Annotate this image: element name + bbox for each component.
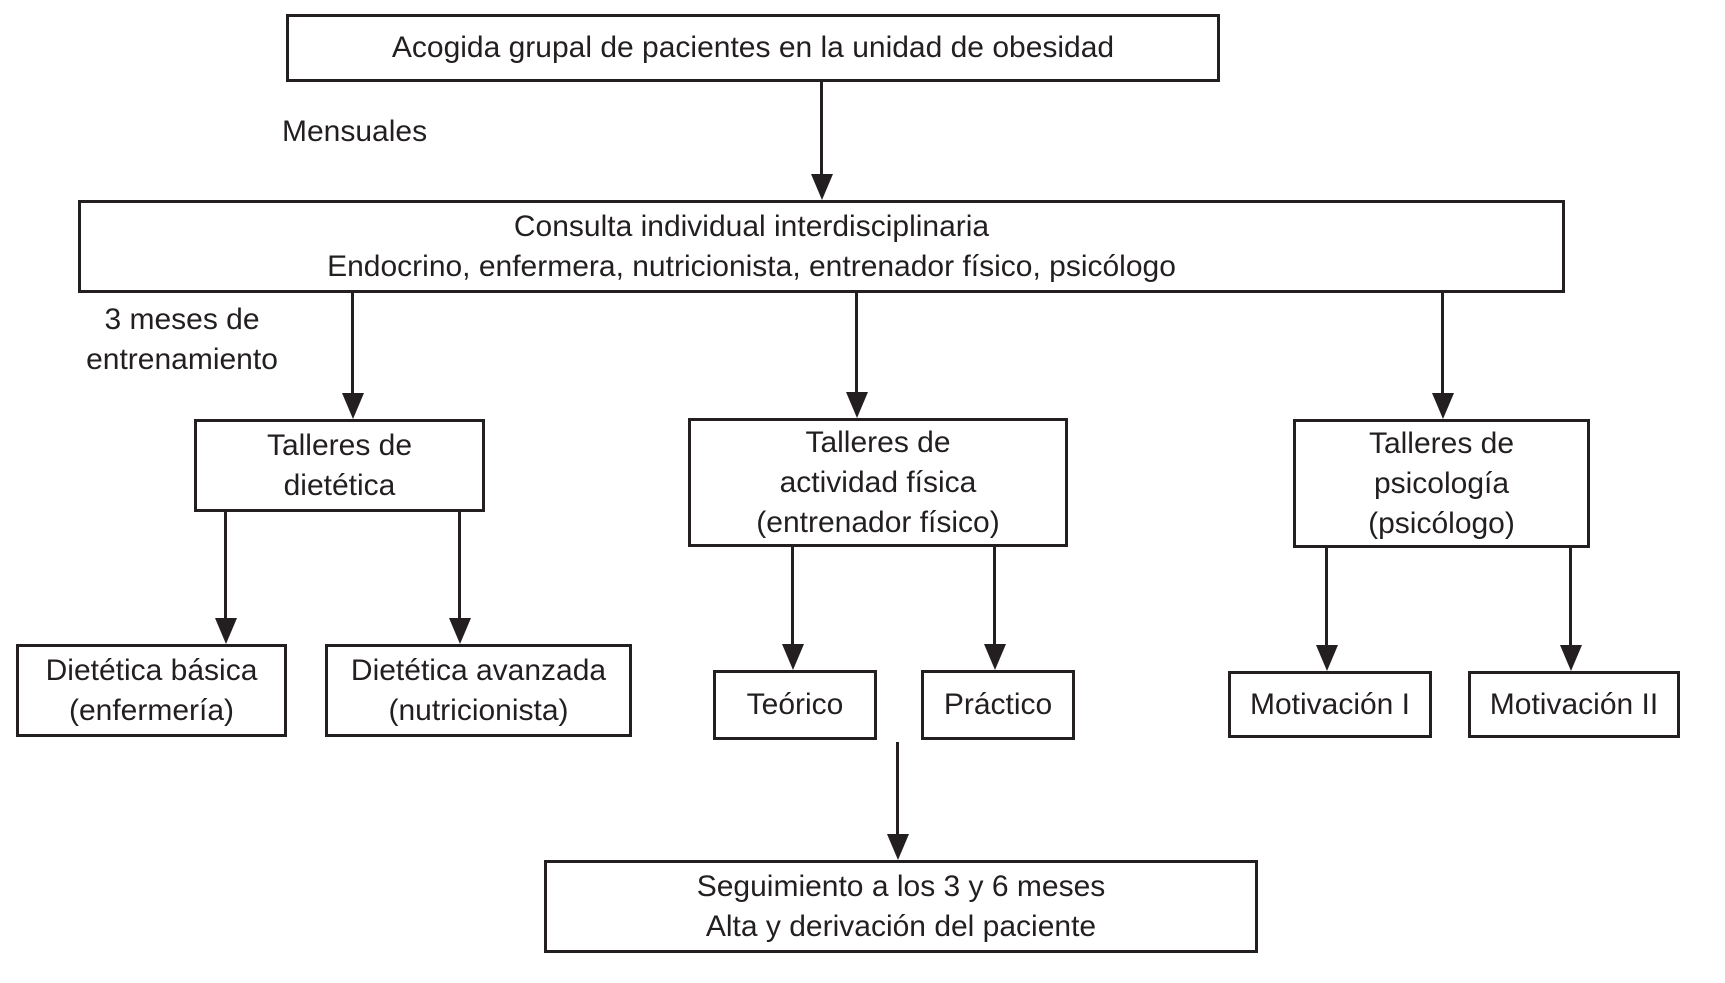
label-line: 3 meses de <box>104 303 260 336</box>
node-text: Endocrino, enfermera, nutricionista, ent… <box>327 249 1176 283</box>
flowchart-node-dietetica-basica: Dietética básica (enfermería) <box>16 644 287 737</box>
arrowhead-to-seguimiento <box>887 834 909 860</box>
arrowhead-consulta-psicologia <box>1432 393 1454 419</box>
node-text: Motivación II <box>1489 687 1659 721</box>
arrow-line-psicologia-motivacion1 <box>1325 548 1328 645</box>
node-text: (nutricionista) <box>388 693 569 727</box>
arrow-line-consulta-actividad <box>855 293 858 392</box>
arrowhead-actividad-practico <box>984 644 1006 670</box>
flowchart-node-talleres-dietetica: Talleres de dietética <box>194 419 485 512</box>
node-text: psicología <box>1373 466 1510 500</box>
flowchart-node-motivacion-1: Motivación I <box>1228 671 1432 738</box>
node-text: Práctico <box>943 688 1053 721</box>
flowchart-node-seguimiento: Seguimiento a los 3 y 6 meses Alta y der… <box>544 860 1258 953</box>
node-text: Alta y derivación del paciente <box>705 909 1097 943</box>
arrow-line-dietetica-basica <box>224 512 227 618</box>
flowchart-node-teorico: Teórico <box>713 670 877 740</box>
arrowhead-actividad-teorico <box>782 644 804 670</box>
label-line: entrenamiento <box>86 343 278 376</box>
arrowhead-psicologia-motivacion1 <box>1316 645 1338 671</box>
node-text: Talleres de <box>266 428 413 462</box>
flowchart-node-consulta: Consulta individual interdisciplinaria E… <box>78 200 1565 293</box>
node-text: actividad física <box>779 465 977 499</box>
arrow-line-consulta-psicologia <box>1441 293 1444 393</box>
node-text: Motivación I <box>1249 687 1411 721</box>
flowchart-node-acogida: Acogida grupal de pacientes en la unidad… <box>286 14 1220 82</box>
node-text: dietética <box>283 468 396 502</box>
arrowhead-consulta-actividad <box>846 392 868 418</box>
label-tres-meses: 3 meses de entrenamiento <box>76 300 288 380</box>
node-text: (entrenador físico) <box>756 505 1000 539</box>
arrowhead-psicologia-motivacion2 <box>1560 645 1582 671</box>
arrowhead-dietetica-basica <box>215 618 237 644</box>
flowchart-node-talleres-psicologia: Talleres de psicología (psicólogo) <box>1293 419 1590 548</box>
node-text: (psicólogo) <box>1368 506 1515 540</box>
arrow-line-dietetica-avanzada <box>458 512 461 618</box>
node-text: Seguimiento a los 3 y 6 meses <box>696 869 1106 903</box>
arrowhead-acogida-consulta <box>811 174 833 200</box>
node-text: Dietética avanzada <box>350 653 607 687</box>
node-text: Talleres de <box>1368 426 1515 460</box>
flowchart-node-practico: Práctico <box>921 670 1075 740</box>
node-text: (enfermería) <box>68 693 235 727</box>
flowchart-node-dietetica-avanzada: Dietética avanzada (nutricionista) <box>325 644 632 737</box>
node-text: Dietética básica <box>45 653 258 687</box>
arrow-line-actividad-practico <box>993 547 996 644</box>
node-text: Teórico <box>746 688 844 721</box>
node-text: Acogida grupal de pacientes en la unidad… <box>391 31 1115 64</box>
flowchart-node-motivacion-2: Motivación II <box>1468 671 1680 738</box>
label-mensuales: Mensuales <box>282 115 428 148</box>
node-text: Consulta individual interdisciplinaria <box>513 209 990 243</box>
arrowhead-dietetica-avanzada <box>449 618 471 644</box>
flowchart-node-talleres-actividad: Talleres de actividad física (entrenador… <box>688 418 1068 547</box>
arrow-line-to-seguimiento <box>896 742 899 834</box>
arrowhead-consulta-dietetica <box>342 393 364 419</box>
node-text: Talleres de <box>805 425 951 459</box>
arrow-line-psicologia-motivacion2 <box>1569 548 1572 645</box>
arrow-line-acogida-consulta <box>820 82 823 174</box>
arrow-line-consulta-dietetica <box>351 293 354 393</box>
arrow-line-actividad-teorico <box>791 547 794 644</box>
